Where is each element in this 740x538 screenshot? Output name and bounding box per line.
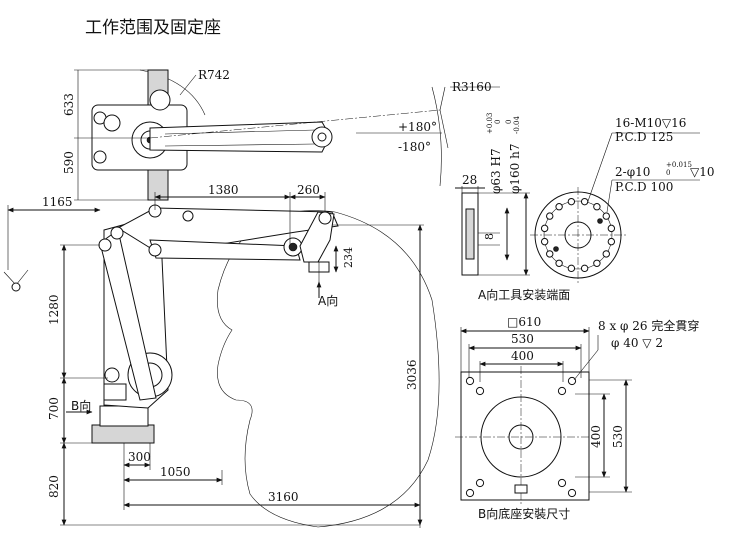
base-dim-530-h: 530: [511, 332, 534, 346]
flange-bolt-hole: [555, 203, 563, 211]
dim-700: 700: [47, 397, 61, 420]
flange-bolt-hole: [602, 250, 610, 258]
flange-pin-hole: [553, 246, 559, 252]
flange-bolt-hole: [546, 212, 554, 220]
side-view: A向 B向 1165 1380 260 234 1280 700 820 300: [3, 183, 440, 528]
flange-note2-tol-lower: 0: [666, 169, 670, 177]
flange-caption: A向工具安装端面: [478, 287, 570, 302]
flange-bolt-hole: [607, 237, 616, 246]
dim-260: 260: [297, 183, 320, 197]
flange-view: 28 8 φ63 H7 +0.03 0 φ160 h7 0 -0.04 16-M…: [455, 113, 715, 302]
base-mount-hole: [465, 488, 475, 498]
dim-d63: φ63 H7: [489, 148, 503, 194]
base-caption: B向底座安裝尺寸: [478, 506, 570, 521]
flange-note2-line2: P.C.D 100: [615, 180, 673, 194]
flange-bolt-hole: [567, 197, 576, 206]
base-holes: [465, 376, 577, 498]
dim-28: 28: [462, 173, 477, 187]
base-note-line2: φ 40 ▽ 2: [611, 336, 663, 350]
base-mount-hole: [465, 376, 475, 386]
dim-3036: 3036: [405, 359, 419, 390]
base-mount-hole: [567, 488, 577, 498]
flange-bolt-hole: [593, 203, 601, 211]
base-mount-hole: [557, 478, 567, 488]
base-mount-hole: [475, 478, 485, 488]
dim-633: 633: [62, 93, 76, 116]
dim-8: 8: [483, 233, 496, 240]
flange-note2-suffix: ▽10: [690, 165, 715, 179]
label-a-view: A向: [318, 293, 338, 308]
base-mount-hole: [567, 376, 577, 386]
base-mount-hole: [475, 386, 485, 396]
dim-3160: 3160: [268, 490, 299, 504]
dim-1050: 1050: [160, 465, 191, 479]
base-mount-hole: [557, 386, 567, 396]
flange-bolt-hole: [607, 224, 616, 233]
base-dim-530-v: 530: [611, 425, 625, 448]
flange-note1-line2: P.C.D 125: [615, 130, 673, 144]
base-view: □610 530 400 400 530 8 x φ 26 完全貫穿 φ 40 …: [455, 315, 699, 521]
tol-d160-upper: 0: [505, 120, 513, 124]
flange-bolt-hole: [593, 259, 601, 267]
work-envelope: [217, 210, 440, 528]
base-note-line1: 8 x φ 26 完全貫穿: [598, 318, 699, 333]
base-dim-400-v: 400: [589, 425, 603, 448]
base-pedestal: [91, 424, 155, 444]
dim-1165: 1165: [42, 195, 73, 209]
dim-300: 300: [128, 450, 151, 464]
label-b-view: B向: [71, 398, 91, 413]
page-title: 工作范围及固定座: [85, 18, 221, 38]
dim-1280: 1280: [47, 294, 61, 325]
base-dim-square: □610: [507, 315, 541, 329]
large-reach-arc: [431, 86, 442, 187]
radius-small-label: R742: [198, 68, 230, 82]
flange-bolt-hole: [540, 237, 549, 246]
flange-note1-line1: 16-M10▽16: [615, 116, 686, 130]
tol-d63-lower: 0: [494, 120, 502, 124]
flange-note2-prefix: 2-φ10: [615, 165, 650, 179]
tol-d63-upper: +0.03: [486, 113, 494, 134]
dim-820: 820: [47, 475, 61, 498]
bolt-holes: [540, 197, 616, 273]
flange-bolt-hole: [602, 212, 610, 220]
flange-note2-tol-upper: +0.015: [666, 161, 692, 169]
dim-590: 590: [62, 151, 76, 174]
dim-1380: 1380: [208, 183, 239, 197]
top-view: R742 R3160 +180° -180° 633 590: [62, 68, 500, 201]
flange-bolt-hole: [546, 250, 554, 258]
flange-bolt-hole: [580, 264, 589, 273]
flange-bolt-hole: [555, 259, 563, 267]
dim-d160: φ160 h7: [508, 144, 522, 194]
flange-pin-hole: [597, 218, 603, 224]
angle-minus-label: -180°: [398, 140, 431, 154]
flange-bolt-hole: [567, 264, 576, 273]
angle-plus-label: +180°: [398, 120, 437, 134]
tol-d160-lower: -0.04: [513, 116, 521, 134]
flange-bolt-hole: [540, 224, 549, 233]
base-dim-400-h: 400: [511, 349, 534, 363]
dim-234: 234: [342, 247, 355, 268]
